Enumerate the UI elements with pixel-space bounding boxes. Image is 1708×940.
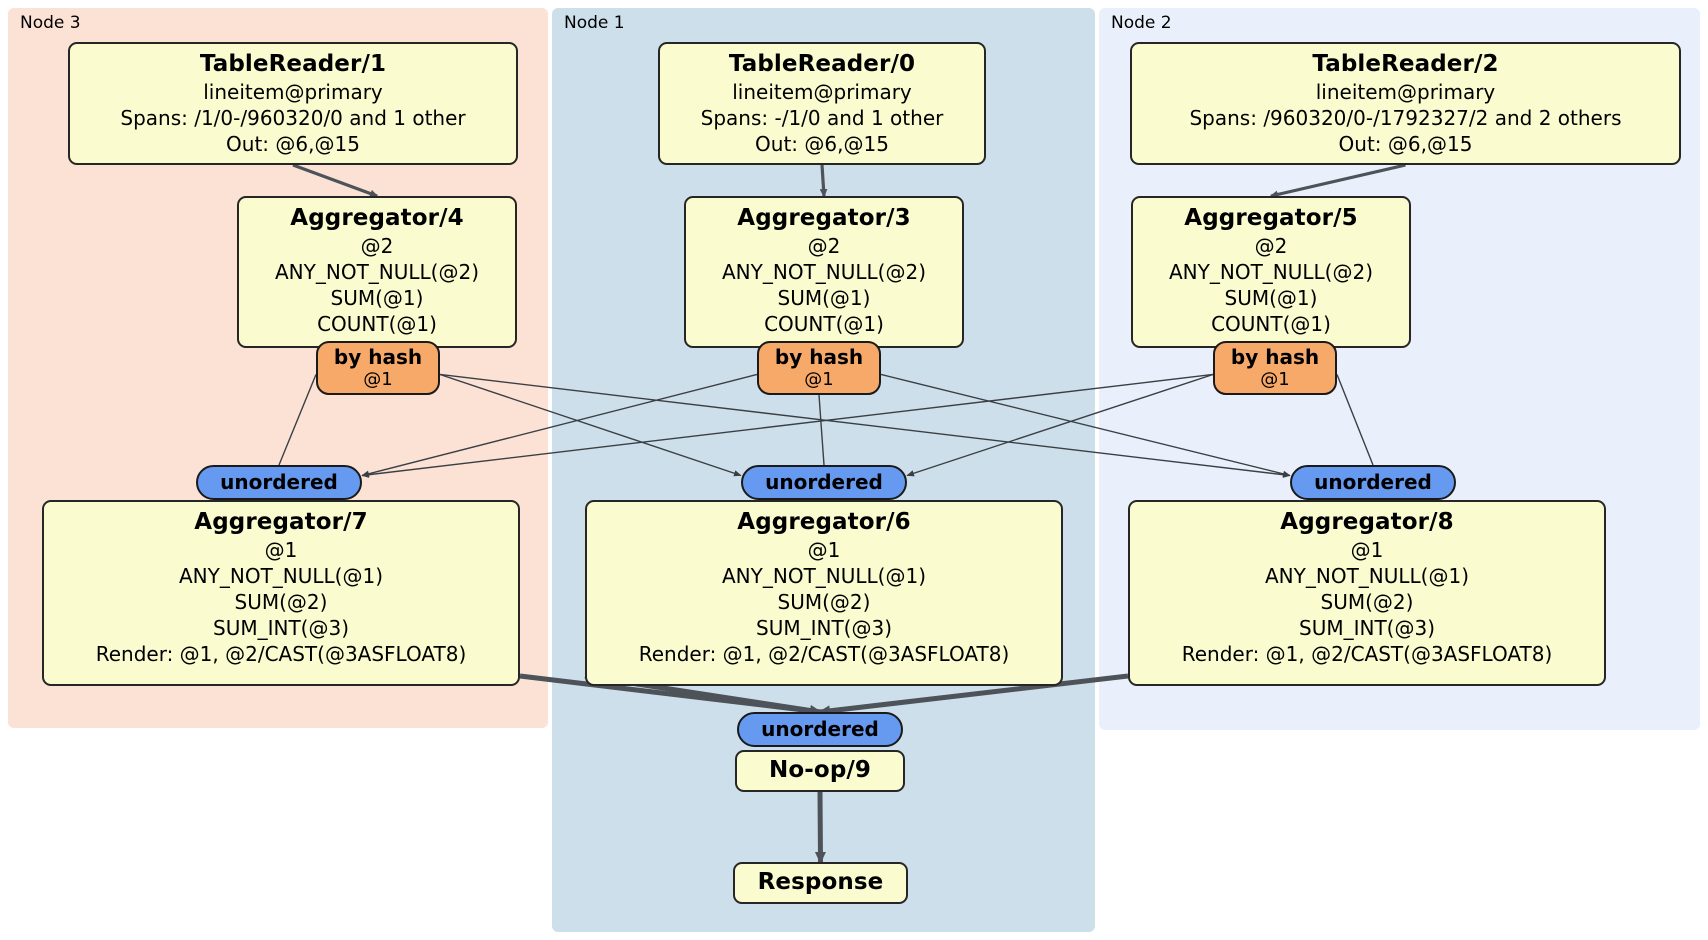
processor-title: TableReader/2 [1312, 51, 1499, 77]
processor-detail-line: SUM(@1) [1224, 286, 1318, 310]
synchronizer-label: unordered [1314, 470, 1432, 494]
hash-router-hash4[interactable]: by hash@1 [316, 341, 440, 395]
processor-detail-line: Out: @6,@15 [755, 132, 889, 156]
processor-detail-line: Render: @1, @2/CAST(@3ASFLOAT8) [638, 642, 1010, 666]
processor-detail-line: @2 [1254, 234, 1288, 258]
processor-detail-line: SUM(@2) [234, 590, 328, 614]
hash-router-hash3[interactable]: by hash@1 [757, 341, 881, 395]
processor-detail-line: Spans: /960320/0-/1792327/2 and 2 others [1189, 106, 1622, 130]
processor-title: Aggregator/8 [1280, 509, 1454, 535]
processor-detail-line: lineitem@primary [1315, 80, 1496, 104]
processor-detail-line: Render: @1, @2/CAST(@3ASFLOAT8) [1181, 642, 1553, 666]
processor-title: TableReader/0 [728, 51, 916, 77]
processor-detail-line: SUM(@2) [777, 590, 871, 614]
synchronizer-sync7[interactable]: unordered [196, 465, 362, 500]
processor-detail-line: ANY_NOT_NULL(@1) [1265, 564, 1469, 588]
hash-router-column: @1 [804, 369, 834, 390]
cluster-label-node2: Node 2 [1111, 13, 1172, 33]
hash-router-label: by hash [333, 345, 423, 369]
synchronizer-label: unordered [765, 470, 883, 494]
hash-router-column: @1 [363, 369, 393, 390]
processor-detail-line: SUM(@2) [1320, 590, 1414, 614]
processor-detail-line: Spans: /1/0-/960320/0 and 1 other [120, 106, 466, 130]
processor-detail-line: @2 [807, 234, 841, 258]
synchronizer-sync6[interactable]: unordered [741, 465, 907, 500]
processor-detail-line: lineitem@primary [203, 80, 383, 104]
synchronizer-label: unordered [220, 470, 338, 494]
processor-detail-line: SUM(@1) [777, 286, 871, 310]
processor-title: Aggregator/7 [194, 509, 368, 535]
processor-title: Aggregator/6 [737, 509, 911, 535]
hash-router-label: by hash [774, 345, 864, 369]
processor-detail-line: SUM_INT(@3) [1299, 616, 1435, 640]
processor-detail-line: Render: @1, @2/CAST(@3ASFLOAT8) [95, 642, 467, 666]
cluster-label-node1: Node 1 [564, 13, 625, 33]
processor-detail-line: ANY_NOT_NULL(@2) [1169, 260, 1373, 284]
processor-detail-line: Spans: -/1/0 and 1 other [700, 106, 944, 130]
processor-detail-line: ANY_NOT_NULL(@1) [179, 564, 383, 588]
processor-noop9[interactable]: No-op/9 [735, 750, 905, 792]
processor-detail-line: COUNT(@1) [1211, 312, 1331, 336]
processor-detail-line: Out: @6,@15 [1338, 132, 1473, 156]
processor-detail-line: COUNT(@1) [317, 312, 437, 336]
processor-response[interactable]: Response [733, 862, 908, 904]
synchronizer-sync8[interactable]: unordered [1290, 465, 1456, 500]
processor-detail-line: Out: @6,@15 [226, 132, 360, 156]
processor-detail-line: SUM_INT(@3) [213, 616, 349, 640]
processor-detail-line: ANY_NOT_NULL(@2) [275, 260, 479, 284]
processor-detail-line: SUM_INT(@3) [756, 616, 892, 640]
processor-title: TableReader/1 [199, 51, 387, 77]
hash-router-hash5[interactable]: by hash@1 [1213, 341, 1337, 395]
processor-detail-line: SUM(@1) [330, 286, 424, 310]
synchronizer-sync9[interactable]: unordered [737, 712, 903, 747]
processor-title: Aggregator/5 [1184, 205, 1358, 231]
hash-router-column: @1 [1260, 369, 1290, 390]
processor-detail-line: @1 [1350, 538, 1384, 562]
processor-detail-line: COUNT(@1) [764, 312, 884, 336]
hash-router-label: by hash [1230, 345, 1320, 369]
processor-detail-line: @1 [264, 538, 298, 562]
processor-detail-line: @2 [360, 234, 394, 258]
processor-title: Aggregator/4 [290, 205, 464, 231]
processor-detail-line: ANY_NOT_NULL(@2) [722, 260, 926, 284]
synchronizer-label: unordered [761, 717, 879, 741]
processor-detail-line: ANY_NOT_NULL(@1) [722, 564, 926, 588]
processor-title: No-op/9 [769, 757, 871, 783]
processor-title: Response [757, 869, 884, 895]
cluster-label-node3: Node 3 [20, 13, 81, 33]
processor-detail-line: lineitem@primary [732, 80, 912, 104]
processor-title: Aggregator/3 [737, 205, 911, 231]
processor-detail-line: @1 [807, 538, 841, 562]
